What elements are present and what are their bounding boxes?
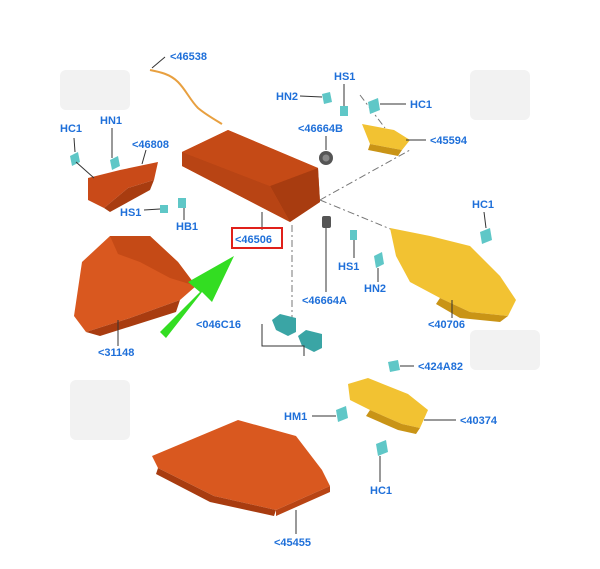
fastener-hs1-top (340, 84, 348, 116)
fastener-hn2-top (299, 92, 332, 104)
side-trim-panel-31148 (74, 236, 196, 336)
fastener-hc1-left (70, 137, 95, 179)
package-tray-46506 (182, 130, 320, 222)
label-hc1-left[interactable]: HC1 (60, 123, 82, 135)
fastener-hc1-bottom (376, 440, 388, 482)
label-hs1-left[interactable]: HS1 (120, 207, 141, 219)
label-46664a[interactable]: <46664A (302, 295, 347, 307)
fastener-hn2-mid (374, 252, 384, 282)
load-floor-45455 (152, 420, 330, 516)
bracket-46808 (88, 162, 158, 212)
fastener-hc1-right-mid (480, 211, 492, 244)
label-424a82[interactable]: <424A82 (418, 361, 463, 373)
label-45455[interactable]: <45455 (274, 537, 311, 549)
label-hc1-right-mid[interactable]: HC1 (472, 199, 494, 211)
label-40706[interactable]: <40706 (428, 319, 465, 331)
fastener-hm1 (312, 406, 348, 422)
side-trim-panel-40706 (390, 228, 516, 322)
callout-labels: <46538 HS1 HN2 HC1 <46664B <45594 HC1 HN… (60, 51, 498, 549)
label-46538[interactable]: <46538 (170, 51, 207, 63)
label-46664b[interactable]: <46664B (298, 123, 343, 135)
clip-46664a (322, 216, 331, 228)
label-hn1[interactable]: HN1 (100, 115, 122, 127)
label-hn2-mid[interactable]: HN2 (364, 283, 386, 295)
cable-46538 (149, 69, 223, 125)
label-46808[interactable]: <46808 (132, 139, 169, 151)
label-hs1-mid[interactable]: HS1 (338, 261, 359, 273)
label-31148[interactable]: <31148 (98, 347, 134, 359)
label-hc1-right-top[interactable]: HC1 (410, 99, 432, 111)
fastener-hc1-right-top (368, 98, 406, 114)
fastener-424a82 (388, 360, 414, 372)
label-45594[interactable]: <45594 (430, 135, 468, 147)
background-watermark (60, 70, 540, 440)
label-hn2-top[interactable]: HN2 (276, 91, 298, 103)
bracket-45594 (362, 124, 410, 156)
knob-46664b (319, 151, 333, 165)
label-046c16[interactable]: <046C16 (196, 319, 241, 331)
fastener-hn1 (110, 128, 120, 170)
fastener-hs1-mid (350, 230, 357, 258)
label-hc1-bottom[interactable]: HC1 (370, 485, 392, 497)
label-40374[interactable]: <40374 (460, 415, 498, 427)
label-46506[interactable]: <46506 (235, 234, 272, 246)
fastener-hb1 (178, 198, 186, 220)
label-hb1[interactable]: HB1 (176, 221, 198, 233)
highlight-box-46506 (231, 227, 283, 249)
fastener-hs1-left (143, 205, 168, 213)
bracket-40374 (348, 378, 428, 434)
pointer-arrow (160, 256, 234, 338)
label-hs1-top[interactable]: HS1 (334, 71, 355, 83)
label-hm1[interactable]: HM1 (284, 411, 307, 423)
